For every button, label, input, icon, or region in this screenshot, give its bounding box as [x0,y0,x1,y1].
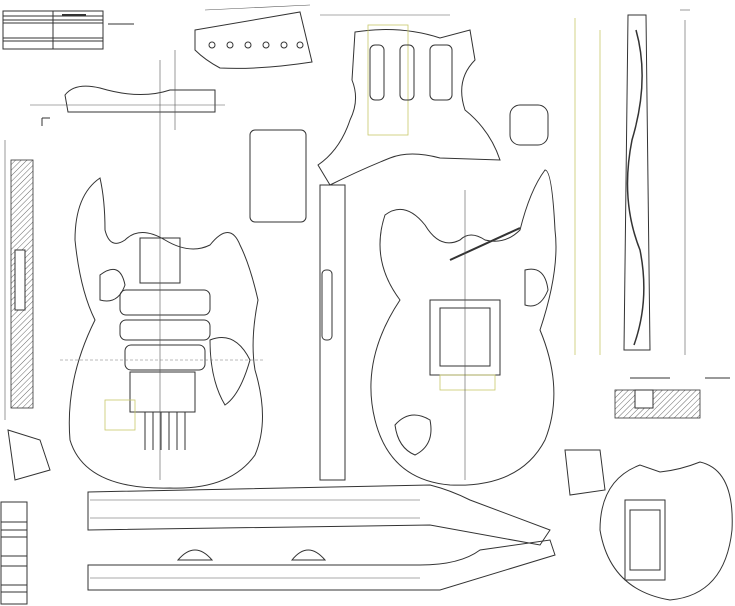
neck-top-view [87,484,551,546]
tremolo-detail [599,461,733,601]
fretboard-inlay [574,9,690,355]
neck-heel-side [30,50,225,130]
small-parts [7,429,606,496]
neck-cross-sections [614,377,730,419]
title-block-bottom [0,501,28,605]
title-block-top [2,10,134,50]
backplate [249,129,307,223]
pickguard [317,24,501,186]
headstock-top-view [194,4,450,69]
body-back-view [370,169,557,486]
neck-side-view [87,539,556,591]
body-front-view [60,60,265,489]
body-side-strip [319,184,346,481]
body-side-profile [4,140,34,420]
trem-cover [509,104,549,146]
